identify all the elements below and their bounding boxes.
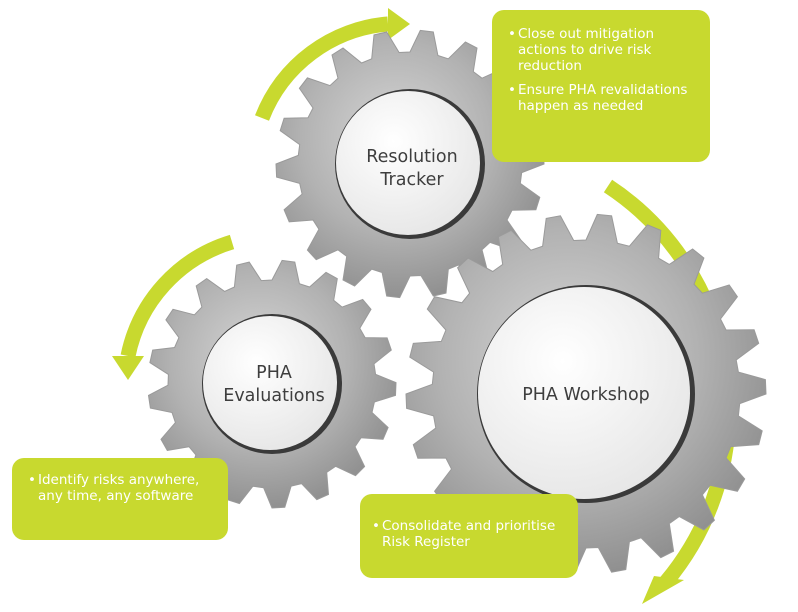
callout-pha-evaluations: Identify risks anywhere, any time, any s… xyxy=(12,458,228,540)
gear-pha-evaluations xyxy=(147,259,397,509)
gear-pha-workshop xyxy=(405,213,767,575)
callout-pha-workshop: Consolidate and prioritise Risk Register xyxy=(360,494,578,578)
arrow-top-head xyxy=(388,8,410,40)
gear-resolution-tracker xyxy=(275,29,545,299)
gear-hub xyxy=(478,287,690,499)
callout-bullet: Close out mitigation actions to drive ri… xyxy=(508,26,700,74)
pha-evaluations-label-line1: PHA xyxy=(256,363,292,383)
arrow-right-head xyxy=(642,576,684,604)
curved-arrow-left xyxy=(120,234,235,358)
callout-bullet: Ensure PHA revalidations happen as neede… xyxy=(508,82,700,114)
resolution-tracker-label-line2: Tracker xyxy=(380,170,444,190)
resolution-tracker-label: Resolution Tracker xyxy=(352,146,472,192)
callout-bullet: Identify risks anywhere, any time, any s… xyxy=(28,472,218,504)
pha-workshop-label: PHA Workshop xyxy=(522,385,650,405)
callout-bullet: Consolidate and prioritise Risk Register xyxy=(372,518,570,550)
callout-resolution-tracker: Close out mitigation actions to drive ri… xyxy=(492,10,710,162)
curved-arrow-top xyxy=(255,16,389,121)
pha-evaluations-label: PHA Evaluations xyxy=(214,362,334,408)
resolution-tracker-label-line1: Resolution xyxy=(366,147,458,167)
pha-evaluations-label-line2: Evaluations xyxy=(223,386,325,406)
gear-hub xyxy=(203,316,337,450)
gear-hub xyxy=(336,91,480,235)
arrow-left-head xyxy=(112,356,144,380)
